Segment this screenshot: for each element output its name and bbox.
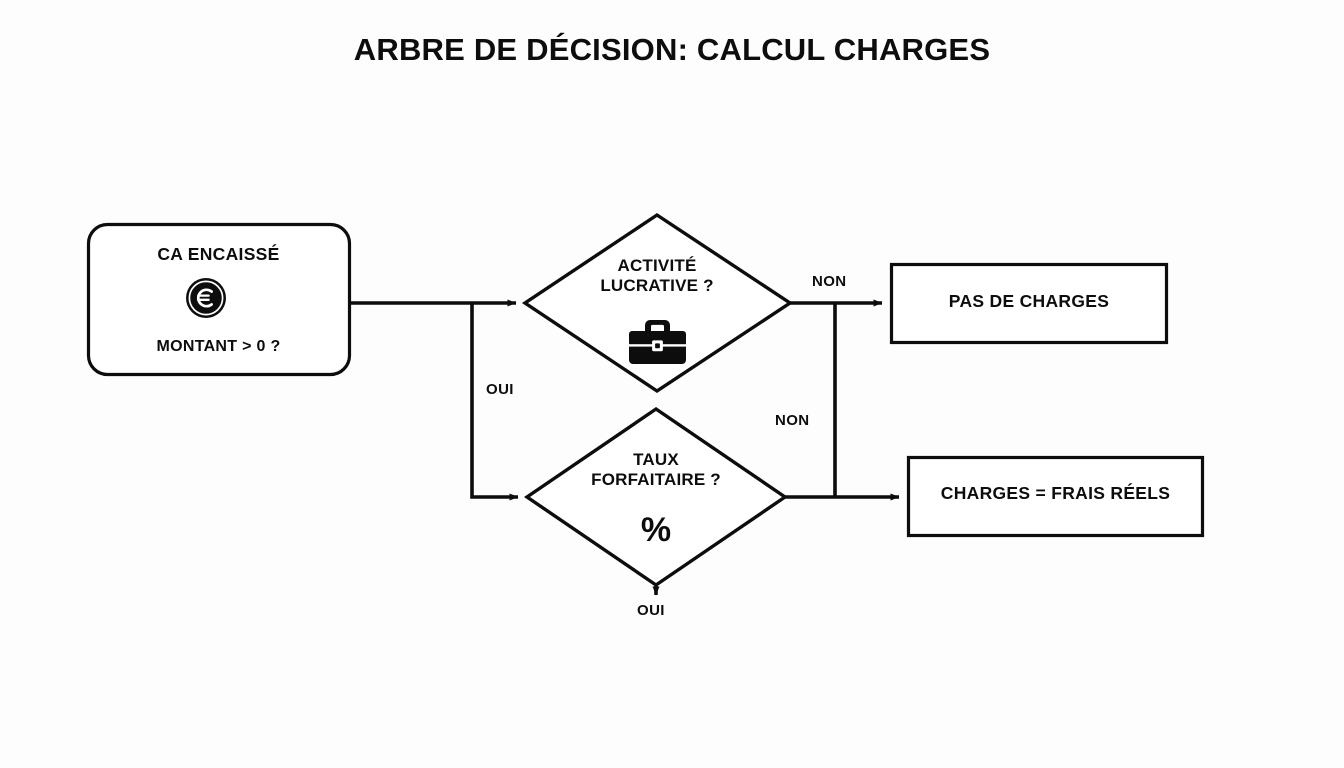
decision-rate-label: TAUX FORFAITAIRE ? <box>591 450 721 490</box>
percent-icon: % <box>640 511 672 549</box>
euro-coin-icon <box>186 278 226 318</box>
result-no-charges-label: PAS DE CHARGES <box>948 291 1110 311</box>
briefcase-icon <box>629 320 686 364</box>
node-decision-rate-shape[interactable] <box>523 406 789 588</box>
node-decision-activity-shape[interactable] <box>521 212 794 394</box>
edge-label-oui-activity-branch: OUI <box>486 381 514 398</box>
edge-label-non-rate: NON <box>775 412 810 429</box>
start-node-title: CA ENCAISSÉ <box>157 244 280 264</box>
node-result-real-costs-shape[interactable] <box>906 455 1205 538</box>
edge-split-to-rate <box>470 303 519 501</box>
result-real-costs-label: CHARGES = FRAIS RÉELS <box>940 483 1171 503</box>
page-title: ARBRE DE DÉCISION: CALCUL CHARGES <box>353 32 991 67</box>
start-node-subtitle: MONTANT > 0 ? <box>156 338 281 355</box>
decision-activity-label: ACTIVITÉ LUCRATIVE ? <box>600 256 714 296</box>
edge-label-non-activity: NON <box>812 273 847 290</box>
edge-label-oui-rate: OUI <box>637 602 665 619</box>
node-result-no-charges-shape[interactable] <box>889 262 1169 345</box>
